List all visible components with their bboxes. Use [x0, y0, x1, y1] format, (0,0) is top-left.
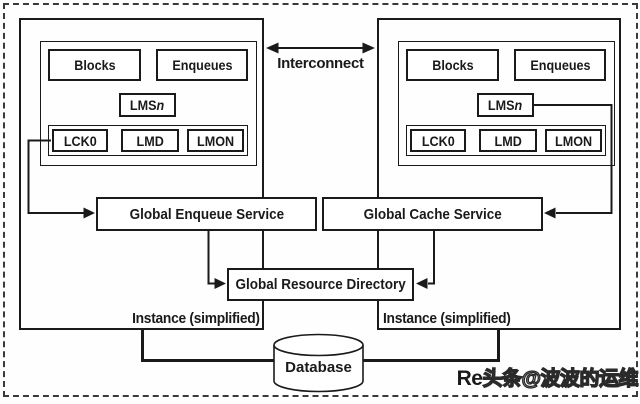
watermark-prefix: Re [456, 367, 483, 390]
lmon-label: LMON [554, 132, 593, 149]
lck0-box-left: LCK0 [52, 129, 108, 152]
lmd-box-left: LMD [121, 129, 179, 152]
lmon-label: LMON [196, 132, 235, 149]
global-enqueue-service-box: Global Enqueue Service [96, 197, 317, 231]
database-label: Database [285, 359, 352, 376]
lck0-label: LCK0 [63, 132, 97, 149]
global-cache-service-box: Global Cache Service [322, 197, 543, 231]
lms-n-italic: n [156, 97, 165, 113]
lmd-label: LMD [494, 132, 522, 149]
lms-label: LMS [488, 97, 515, 113]
enqueues-label: Enqueues [529, 57, 591, 73]
global-resource-directory-box: Global Resource Directory [227, 268, 414, 301]
watermark-cjk-text: 头条@波波的运维 [482, 367, 639, 390]
global-resource-directory-label: Global Resource Directory [235, 276, 406, 293]
lms-box-left: LMSn [119, 93, 176, 117]
lck0-box-right: LCK0 [410, 129, 466, 152]
instance-right-caption: Instance (simplified) [383, 310, 511, 327]
enqueues-box-right: Enqueues [514, 49, 606, 81]
lmon-box-right: LMON [545, 129, 602, 152]
interconnect-label: Interconnect [277, 55, 364, 72]
global-cache-service-label: Global Cache Service [363, 205, 502, 223]
lmd-box-right: LMD [479, 129, 537, 152]
instance-right-process-container [398, 41, 615, 166]
enqueues-box-left: Enqueues [156, 49, 248, 81]
lmd-label: LMD [136, 132, 164, 149]
instance-left-process-container [40, 41, 257, 166]
instance-box-left: Blocks Enqueues LMSn LCK0 LMD LMON Insta… [19, 18, 264, 330]
global-enqueue-service-label: Global Enqueue Service [129, 205, 284, 223]
blocks-box-left: Blocks [48, 49, 141, 81]
lmon-box-left: LMON [187, 129, 244, 152]
lms-label: LMS [130, 97, 157, 113]
lms-n-italic: n [514, 97, 523, 113]
instance-left-caption: Instance (simplified) [132, 310, 260, 327]
blocks-box-right: Blocks [406, 49, 499, 81]
blocks-label: Blocks [73, 57, 116, 73]
lck0-label: LCK0 [421, 132, 455, 149]
lms-box-right: LMSn [477, 93, 534, 117]
watermark: Re头条@波波的运维 [456, 362, 640, 391]
blocks-label: Blocks [431, 57, 474, 73]
enqueues-label: Enqueues [171, 57, 233, 73]
outer-dashed-border [3, 3, 638, 397]
